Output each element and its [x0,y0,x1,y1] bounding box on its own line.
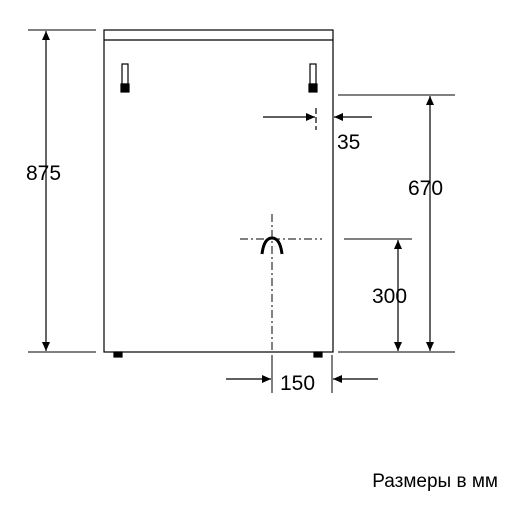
appliance-outline [103,29,334,353]
units-caption: Размеры в мм [372,471,498,492]
dimension-lines [42,31,434,383]
right-hose-connector-icon [308,63,318,93]
dim-label-670: 670 [408,177,443,200]
left-foot [113,351,123,358]
dim-label-35: 35 [337,131,360,154]
dim-label-150: 150 [280,372,315,395]
appliance-body [103,29,334,358]
dim-label-300: 300 [372,285,407,308]
left-hose-connector-icon [120,63,130,93]
dim-label-875: 875 [26,162,61,185]
drain-hook-icon [260,236,284,255]
drain-centerlines [240,214,322,352]
extension-lines [28,29,455,393]
right-foot [313,351,323,358]
